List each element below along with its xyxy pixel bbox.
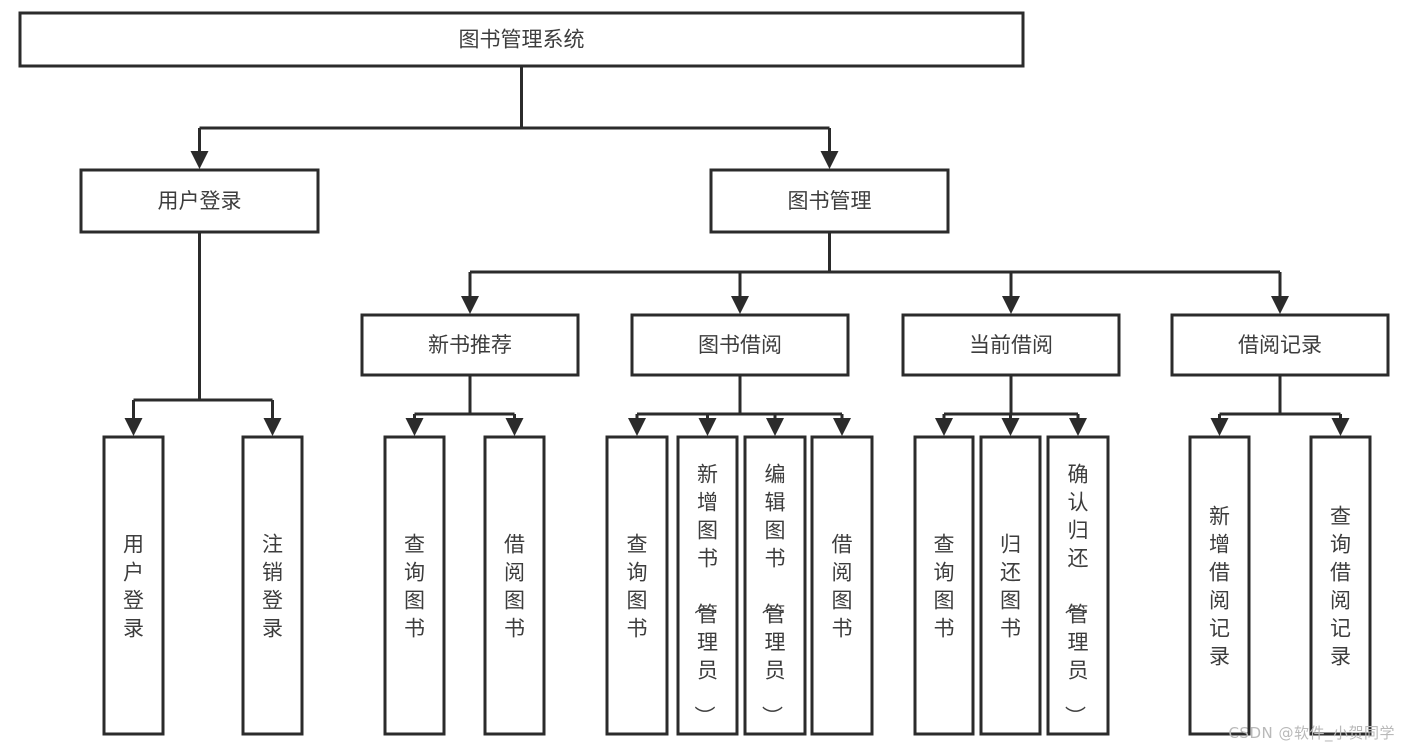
leaf-label: 归还图书 bbox=[1000, 533, 1021, 641]
arrow-head-icon bbox=[1210, 418, 1229, 436]
arrow-head-icon bbox=[263, 418, 282, 436]
arrow-head-icon bbox=[833, 418, 851, 436]
leaf-label: 新增图书（管理员） bbox=[692, 463, 718, 727]
arrow-head-icon bbox=[1271, 296, 1289, 314]
edge-user-login-to-leaves bbox=[124, 232, 282, 436]
arrow-head-icon bbox=[1001, 418, 1020, 436]
node-leaf-logout[interactable]: 注销登录 bbox=[241, 435, 304, 736]
leaf-label: 用户登录 bbox=[123, 533, 144, 641]
leaf-label: 注销登录 bbox=[262, 533, 283, 641]
node-leaf-confirm-return-admin[interactable]: 确认归还（管理员） bbox=[1046, 435, 1110, 736]
node-layer: 图书管理系统用户登录图书管理新书推荐图书借阅当前借阅借阅记录用户登录注销登录查询… bbox=[18, 11, 1390, 736]
node-label: 图书管理 bbox=[788, 189, 872, 213]
arrow-head-icon bbox=[1002, 296, 1020, 314]
leaf-label: 确认归还（管理员） bbox=[1063, 463, 1089, 727]
node-leaf-borrow-book-1[interactable]: 借阅图书 bbox=[483, 435, 546, 736]
arrow-head-icon bbox=[820, 151, 839, 169]
node-label: 用户登录 bbox=[158, 189, 242, 213]
arrow-head-icon bbox=[731, 296, 749, 314]
leaf-label: 编辑图书（管理员） bbox=[760, 463, 786, 727]
node-leaf-add-borrow-record[interactable]: 新增借阅记录 bbox=[1188, 435, 1251, 736]
node-leaf-user-login[interactable]: 用户登录 bbox=[102, 435, 165, 736]
node-label: 当前借阅 bbox=[969, 333, 1053, 357]
node-leaf-query-book-2[interactable]: 查询图书 bbox=[605, 435, 669, 736]
node-current-borrow[interactable]: 当前借阅 bbox=[901, 313, 1121, 377]
edge-borrow-record-to-leaves bbox=[1210, 375, 1350, 436]
arrow-head-icon bbox=[124, 418, 143, 436]
node-book-management[interactable]: 图书管理 bbox=[709, 168, 950, 234]
arrow-head-icon bbox=[766, 418, 784, 436]
node-label: 图书管理系统 bbox=[459, 28, 585, 52]
edge-current-borrow-to-leaves bbox=[935, 375, 1087, 436]
node-leaf-borrow-book-2[interactable]: 借阅图书 bbox=[810, 435, 874, 736]
arrow-head-icon bbox=[628, 418, 646, 436]
leaf-label: 新增借阅记录 bbox=[1209, 505, 1230, 669]
edge-layer bbox=[124, 66, 1350, 436]
arrow-head-icon bbox=[1069, 418, 1087, 436]
leaf-label: 借阅图书 bbox=[504, 533, 525, 641]
leaf-label: 查询图书 bbox=[934, 533, 955, 641]
arrow-head-icon bbox=[405, 418, 424, 436]
node-book-borrow[interactable]: 图书借阅 bbox=[630, 313, 850, 377]
arrow-head-icon bbox=[1331, 418, 1350, 436]
node-label: 借阅记录 bbox=[1238, 333, 1322, 357]
edge-book-management-to-level3 bbox=[461, 232, 1289, 314]
node-leaf-query-borrow-record[interactable]: 查询借阅记录 bbox=[1309, 435, 1372, 736]
leaf-label: 查询图书 bbox=[404, 533, 425, 641]
arrow-head-icon bbox=[698, 418, 717, 436]
arrow-head-icon bbox=[190, 151, 209, 169]
node-new-book-recommend[interactable]: 新书推荐 bbox=[360, 313, 580, 377]
leaf-label: 查询借阅记录 bbox=[1330, 505, 1351, 669]
node-label: 图书借阅 bbox=[698, 333, 782, 357]
node-root-book-management-system[interactable]: 图书管理系统 bbox=[18, 11, 1025, 68]
node-label: 新书推荐 bbox=[428, 333, 512, 357]
node-leaf-edit-book-admin[interactable]: 编辑图书（管理员） bbox=[743, 435, 807, 736]
node-leaf-query-book-3[interactable]: 查询图书 bbox=[913, 435, 975, 736]
edge-new-book-recommend-to-leaves bbox=[405, 375, 524, 436]
edge-root-to-level2 bbox=[190, 66, 839, 169]
leaf-label: 借阅图书 bbox=[832, 533, 853, 641]
node-borrow-record[interactable]: 借阅记录 bbox=[1170, 313, 1390, 377]
arrow-head-icon bbox=[935, 418, 953, 436]
arrow-head-icon bbox=[461, 296, 479, 314]
leaf-label: 查询图书 bbox=[627, 533, 648, 641]
node-user-login[interactable]: 用户登录 bbox=[79, 168, 320, 234]
node-leaf-query-book-1[interactable]: 查询图书 bbox=[383, 435, 446, 736]
node-leaf-add-book-admin[interactable]: 新增图书（管理员） bbox=[676, 435, 739, 736]
node-leaf-return-book[interactable]: 归还图书 bbox=[979, 435, 1042, 736]
edge-book-borrow-to-leaves bbox=[628, 375, 851, 436]
arrow-head-icon bbox=[505, 418, 524, 436]
